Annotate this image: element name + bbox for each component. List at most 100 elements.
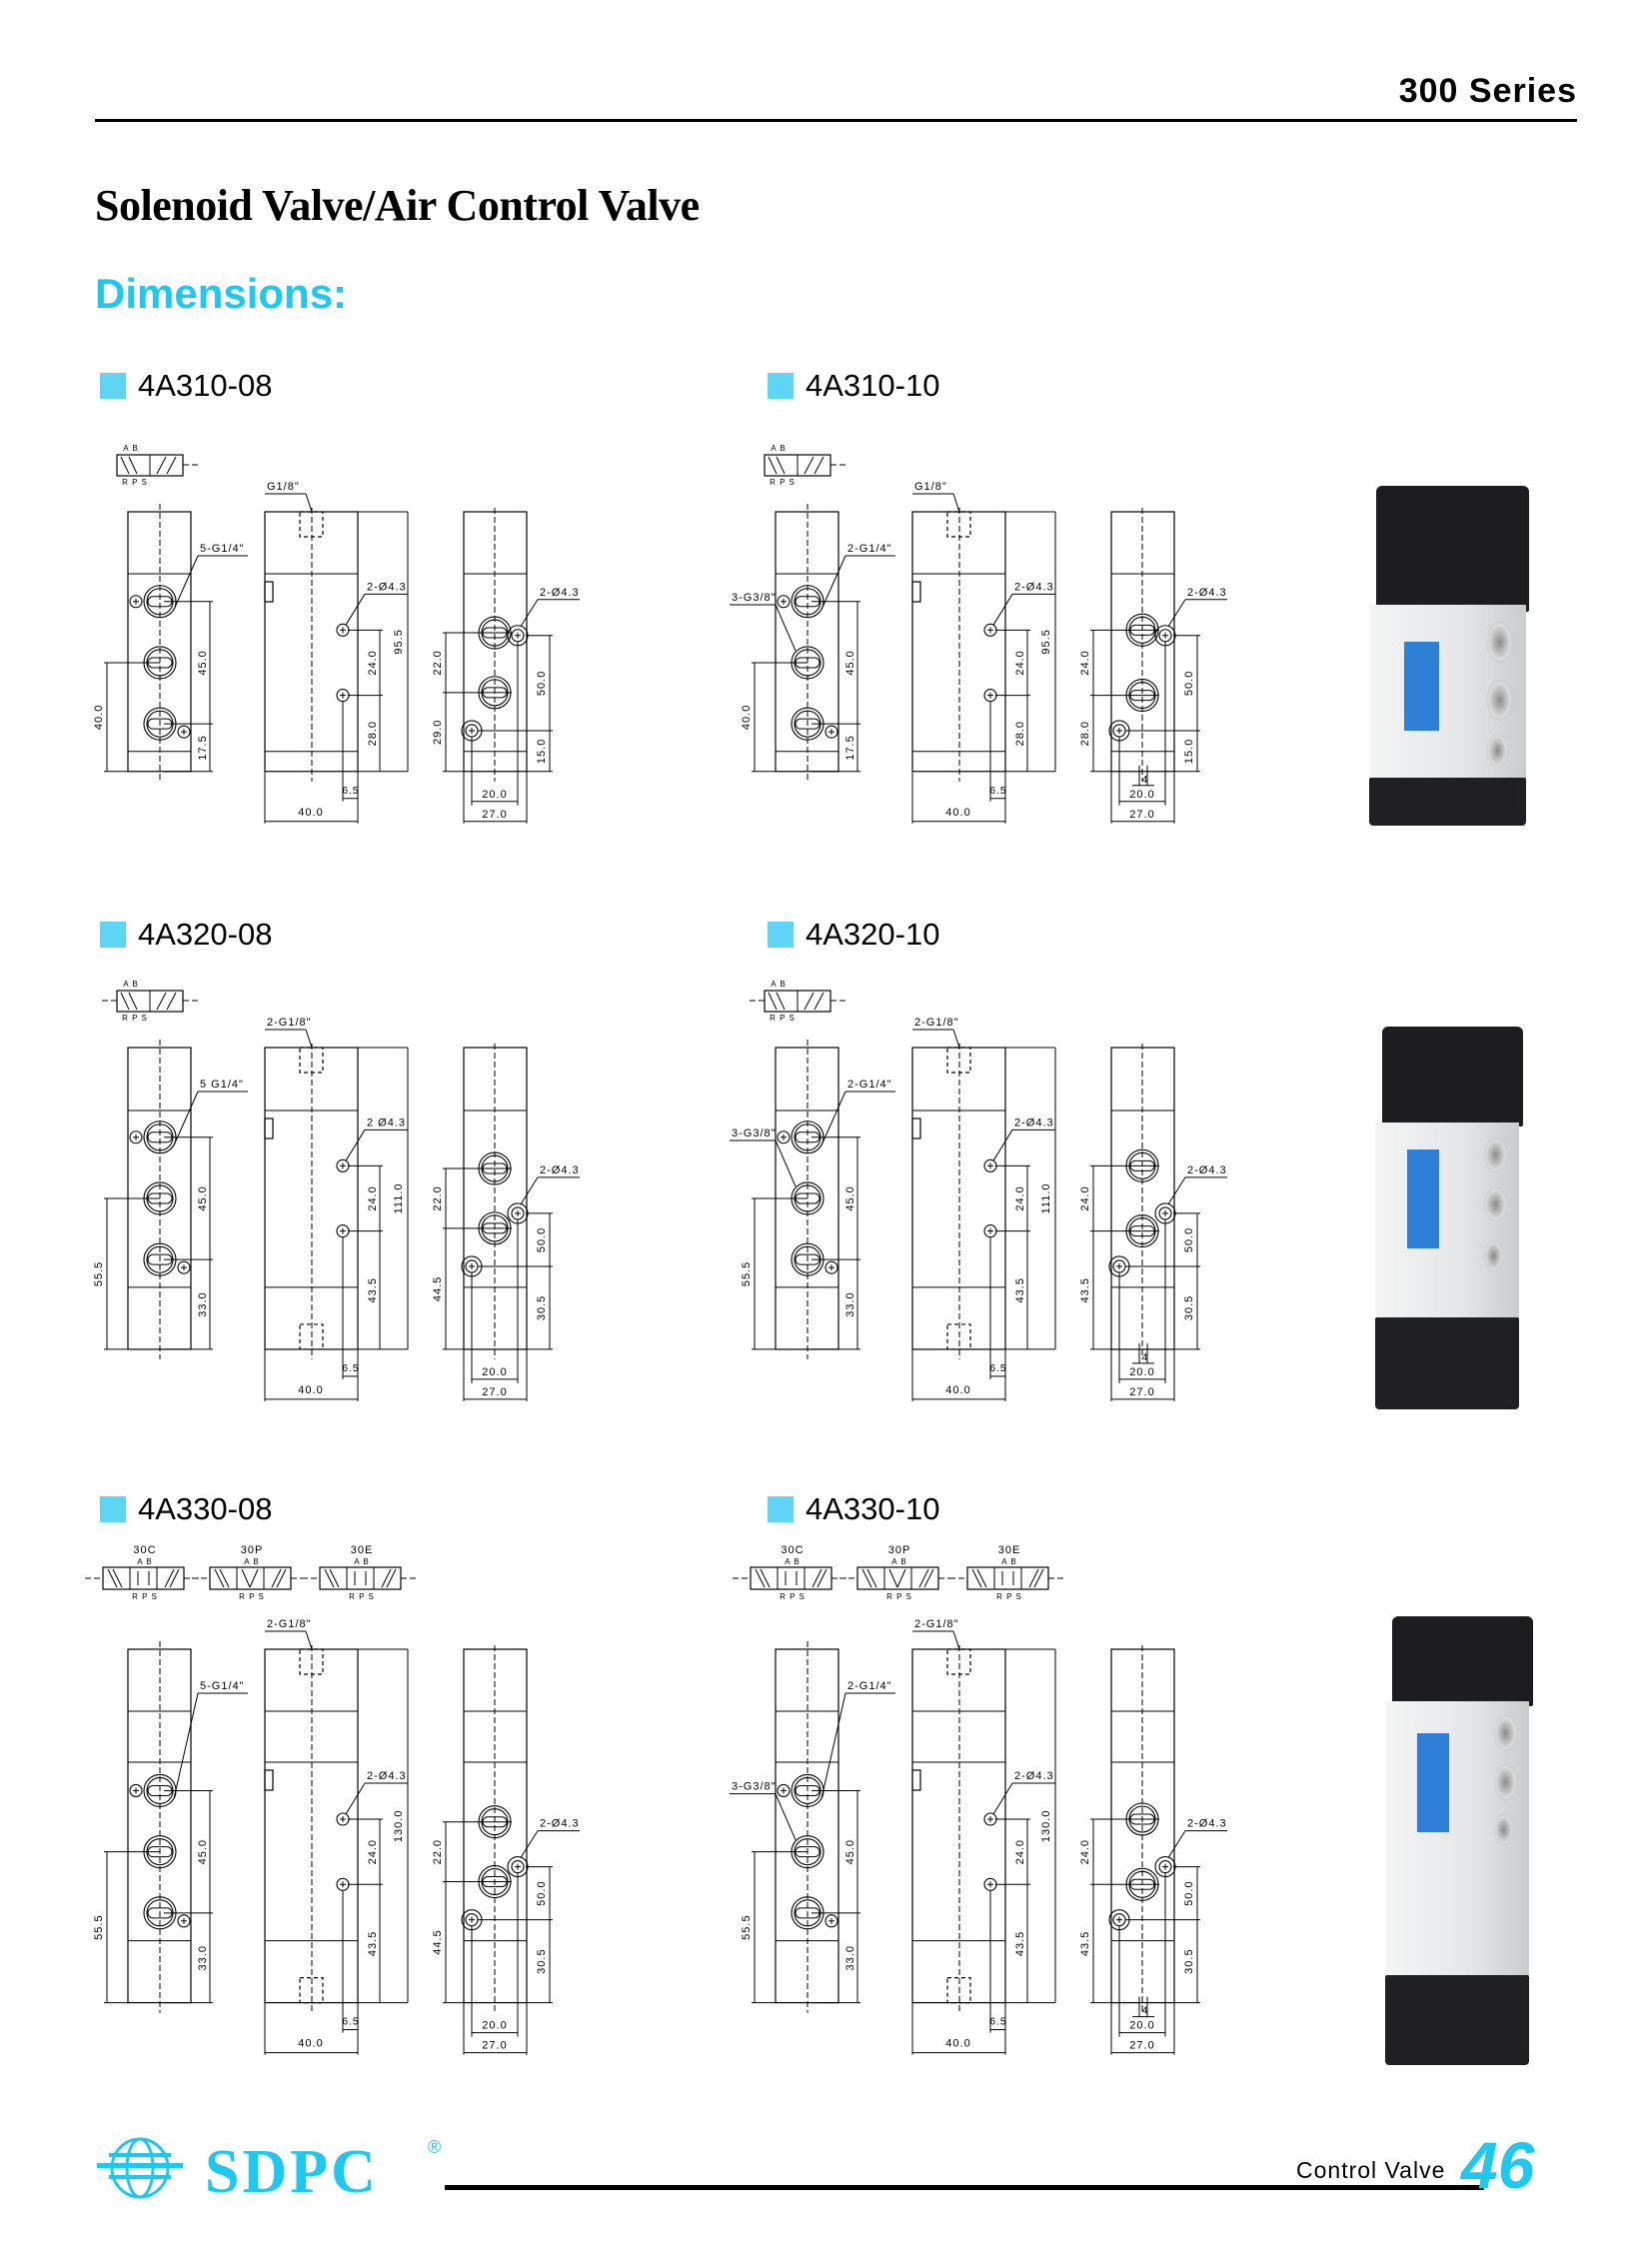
mounting-hole-icon xyxy=(129,1130,143,1144)
dimension-label: 22.0 xyxy=(432,1185,444,1210)
dimension-label: 6.5 xyxy=(990,786,1007,797)
drawing-line xyxy=(918,1568,929,1588)
dimension-label: 40.0 xyxy=(945,1384,970,1396)
mounting-hole-icon xyxy=(1158,1860,1172,1874)
dimension-label: 45.0 xyxy=(844,650,856,675)
mounting-hole-icon xyxy=(129,595,143,609)
drawing-line xyxy=(817,1568,827,1588)
symbol-ports-bottom: R P S xyxy=(349,1592,375,1601)
drawing-line xyxy=(1028,1568,1039,1588)
dimension-label: 55.5 xyxy=(93,1914,105,1939)
dimension-label: 43.5 xyxy=(1079,1277,1091,1302)
mounting-hole-icon xyxy=(511,1860,525,1874)
model-marker-icon xyxy=(100,373,126,399)
dimension-label: 55.5 xyxy=(93,1261,105,1286)
drawing-outline xyxy=(911,511,1006,773)
dimension-label: 43.5 xyxy=(367,1931,379,1956)
hole-callout: 2-Ø4.3 xyxy=(1187,1818,1227,1830)
drawing-line xyxy=(821,1091,846,1145)
dimension-label: 43.5 xyxy=(1079,1931,1091,1956)
mounting-hole-icon xyxy=(825,725,838,739)
dimension-label: 55.5 xyxy=(741,1261,753,1286)
dimension-label: 45.0 xyxy=(844,1185,856,1210)
drawing-line xyxy=(896,1568,906,1588)
drawing-outline xyxy=(775,511,839,773)
port-callout: 3-G3/8" xyxy=(732,592,777,604)
hole-callout: 2-Ø4.3 xyxy=(1014,1770,1054,1782)
mounting-hole-icon xyxy=(825,1260,838,1274)
dimension-label: 6.5 xyxy=(343,1363,360,1374)
drawing-line xyxy=(276,1568,287,1588)
dimension-label: 24.0 xyxy=(1079,1185,1091,1210)
dimension-label: 44.5 xyxy=(432,1276,444,1301)
dimension-label: 55.5 xyxy=(741,1914,753,1939)
drawing-line xyxy=(214,1568,225,1588)
drawing-outline xyxy=(299,1648,324,1675)
dimension-label: 24.0 xyxy=(1079,1839,1091,1864)
drawing-line xyxy=(520,1830,539,1858)
slot-dimension-label: 4 xyxy=(1142,1352,1149,1363)
hole-callout: 2-Ø4.3 xyxy=(1187,1164,1227,1176)
drawing-outline xyxy=(946,1323,971,1350)
pilot-port-callout: G1/8" xyxy=(267,481,300,493)
hole-callout: 2 Ø4.3 xyxy=(367,1117,406,1129)
dimension-label: 6.5 xyxy=(990,2017,1007,2028)
dimension-label: 24.0 xyxy=(1014,650,1026,675)
drawing-line xyxy=(971,1568,982,1588)
drawing-line xyxy=(305,1630,313,1650)
drawing-outline xyxy=(911,1118,921,1139)
drawing-outline xyxy=(946,511,971,538)
model-heading: 4A310-10 xyxy=(768,368,939,404)
dimension-label: 40.0 xyxy=(945,807,970,819)
port-callout: 2-G1/4" xyxy=(847,543,892,555)
drawing-line xyxy=(952,1630,960,1650)
drawing-line xyxy=(1167,1176,1186,1205)
dimension-label: 40.0 xyxy=(945,2038,970,2050)
mounting-hole-icon xyxy=(777,1130,791,1144)
drawing-line xyxy=(520,1176,539,1205)
hole-callout: 2-Ø4.3 xyxy=(540,587,580,599)
dimension-label: 33.0 xyxy=(844,1945,856,1970)
dimension-label: 17.5 xyxy=(197,735,209,760)
page-title: Solenoid Valve/Air Control Valve xyxy=(95,181,700,230)
product-photo-4a320 xyxy=(1369,1027,1529,1409)
symbol-ports-top: A B xyxy=(1001,1557,1016,1566)
drawing-line xyxy=(173,1692,199,1799)
drawing-line xyxy=(305,1029,313,1049)
model-name: 4A310-10 xyxy=(806,368,940,403)
drawing-line xyxy=(814,456,825,475)
symbol-ports-top: A B xyxy=(123,980,138,989)
model-name: 4A320-08 xyxy=(138,917,273,952)
dimension-label: 29.0 xyxy=(432,720,444,745)
dimension-label: 30.5 xyxy=(1183,1295,1195,1320)
model-heading: 4A310-08 xyxy=(100,368,272,404)
drawing-line xyxy=(776,992,786,1011)
hole-callout: 2-Ø4.3 xyxy=(1187,587,1227,599)
symbol-name: 30C xyxy=(781,1544,804,1556)
port-callout: 2-G1/4" xyxy=(847,1680,892,1692)
drawing-line xyxy=(173,1091,199,1145)
drawing-line xyxy=(1033,1568,1044,1588)
slot-dimension-label: 4 xyxy=(1142,775,1149,786)
port-callout: 3-G3/8" xyxy=(732,1781,777,1793)
drawing-line xyxy=(166,456,177,475)
drawing-line xyxy=(324,1568,335,1588)
drawing-line xyxy=(241,1568,251,1588)
drawing-line xyxy=(345,1782,366,1815)
hole-callout: 2-Ø4.3 xyxy=(367,581,407,593)
symbol-ports-bottom: R P S xyxy=(770,1014,796,1023)
symbol-ports-bottom: R P S xyxy=(886,1592,912,1601)
drawing-outline xyxy=(264,1769,274,1791)
drawing-line xyxy=(173,555,199,610)
dimension-label: 44.5 xyxy=(432,1929,444,1954)
pilot-port-callout: 2-G1/8" xyxy=(914,1017,959,1029)
model-heading: 4A330-10 xyxy=(768,1491,939,1527)
dimension-label: 27.0 xyxy=(1129,809,1154,821)
dimension-label: 27.0 xyxy=(1129,1386,1154,1398)
drawing-outline xyxy=(264,511,359,773)
drawing-line xyxy=(345,1130,366,1161)
drawing-outline xyxy=(911,1769,921,1791)
dimension-label: 40.0 xyxy=(298,807,323,819)
hole-callout: 2-Ø4.3 xyxy=(367,1770,407,1782)
symbol-ports-bottom: R P S xyxy=(770,478,796,487)
